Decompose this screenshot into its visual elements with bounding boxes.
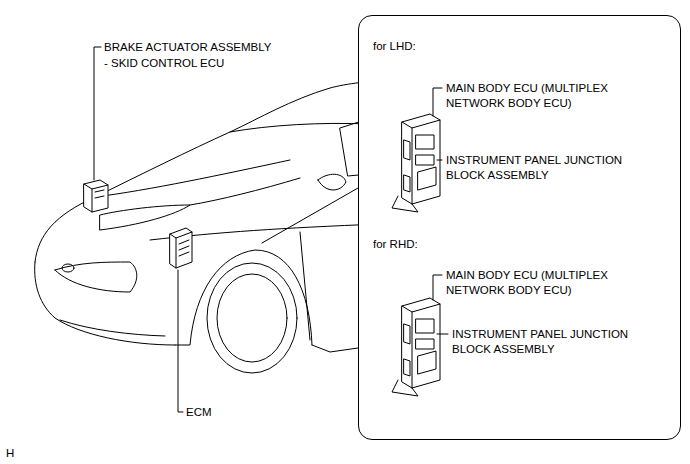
label-holder: INSTRUMENT PANEL JUNCTION BLOCK ASSEMBLY [446, 153, 642, 183]
variant-heading: for LHD: [373, 39, 416, 54]
label-holder: - SKID CONTROL ECU [104, 56, 224, 71]
part-name: MAIN BODY ECU (MULTIPLEX NETWORK BODY EC… [446, 81, 636, 111]
ecu-figure [392, 114, 440, 212]
label-holder: INSTRUMENT PANEL JUNCTION BLOCK ASSEMBLY [452, 327, 648, 357]
part-name: INSTRUMENT PANEL JUNCTION BLOCK ASSEMBLY [452, 327, 648, 357]
label-holder: BRAKE ACTUATOR ASSEMBLY [104, 40, 271, 55]
part-name: INSTRUMENT PANEL JUNCTION BLOCK ASSEMBLY [446, 153, 642, 183]
part-name: MAIN BODY ECU (MULTIPLEX NETWORK BODY EC… [446, 268, 636, 298]
callout-box: for LHD: for RHD: [358, 15, 681, 440]
figure-code: H [6, 446, 14, 461]
label-holder: H [6, 446, 14, 461]
ecu-figure [392, 298, 440, 396]
part-name: - SKID CONTROL ECU [104, 56, 224, 71]
variant-heading: for RHD: [373, 237, 418, 252]
part-name: ECM [186, 405, 212, 420]
label-holder: MAIN BODY ECU (MULTIPLEX NETWORK BODY EC… [446, 81, 636, 111]
label-holder: MAIN BODY ECU (MULTIPLEX NETWORK BODY EC… [446, 268, 636, 298]
label-holder: ECM [186, 405, 212, 420]
part-name: BRAKE ACTUATOR ASSEMBLY [104, 40, 271, 55]
